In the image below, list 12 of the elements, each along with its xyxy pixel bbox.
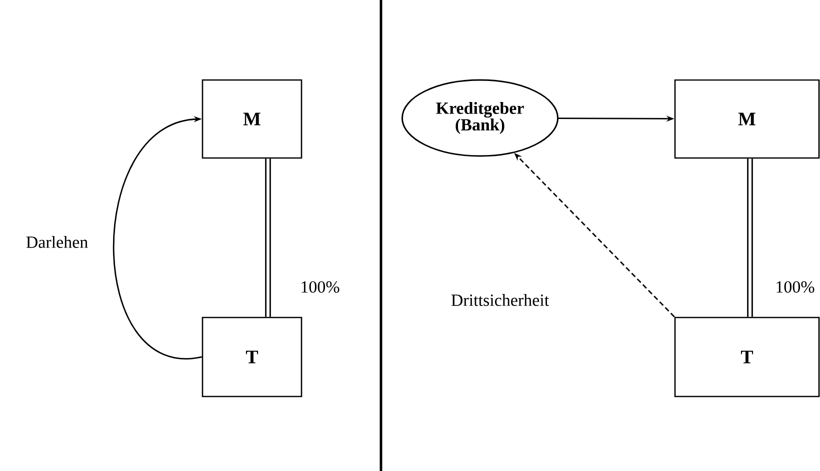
process-box: M bbox=[674, 79, 820, 159]
ellipse-node: Kreditgeber (Bank) bbox=[401, 79, 559, 157]
process-box: T bbox=[202, 316, 302, 398]
edge-label: Drittsicherheit bbox=[450, 293, 550, 307]
process-box: M bbox=[202, 79, 302, 159]
double-line bbox=[747, 158, 753, 317]
edge-label: 100% bbox=[774, 280, 816, 294]
curved-arrow bbox=[113, 116, 202, 358]
double-line bbox=[265, 158, 271, 317]
edge-label: 100% bbox=[299, 280, 341, 294]
edge-label: Darlehen bbox=[24, 235, 90, 249]
process-box: T bbox=[674, 316, 820, 398]
